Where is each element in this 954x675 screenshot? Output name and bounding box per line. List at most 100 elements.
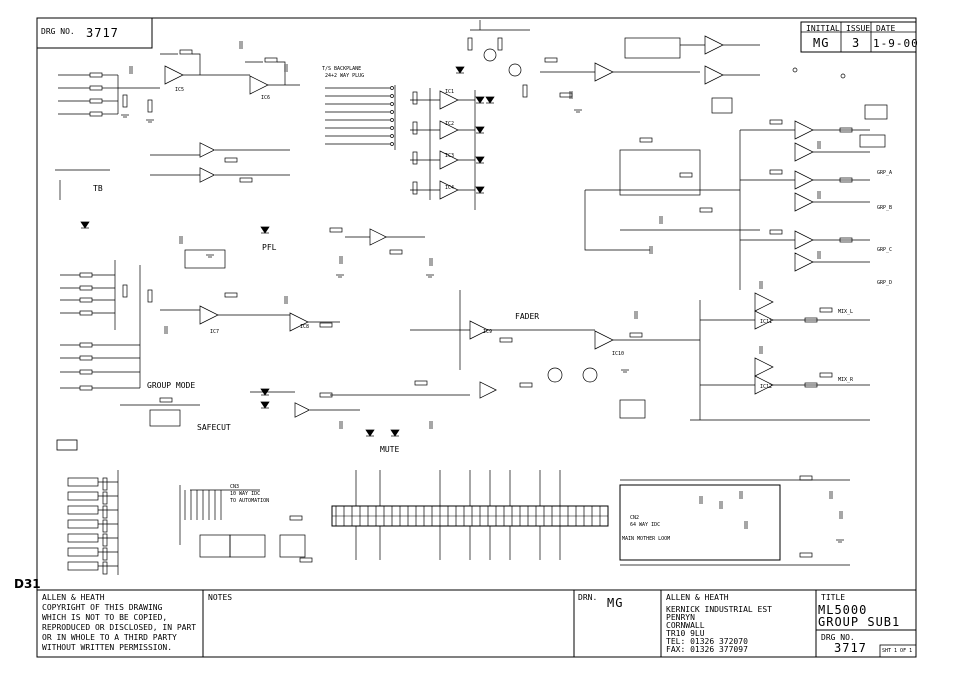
address-line: TR10 9LU [666, 629, 705, 638]
copyright-line: OR IN WHOLE TO A THIRD PARTY [42, 633, 177, 642]
resistor-symbol [147, 99, 153, 113]
component-box [67, 547, 99, 557]
title-line: GROUP SUB1 [818, 615, 901, 629]
op-amp-symbol [594, 330, 614, 350]
drawing-number-label: DRG NO. [821, 633, 855, 642]
switch-contact [390, 118, 394, 122]
resistor-symbol [79, 310, 93, 316]
company-name: ALLEN & HEATH [42, 593, 105, 602]
resistor-symbol [79, 355, 93, 361]
led-symbol [390, 429, 400, 437]
title-line: ML5000 [818, 603, 868, 617]
component-box [229, 534, 266, 558]
op-amp-symbol [704, 65, 724, 85]
ic-label: IC8 [300, 324, 310, 330]
sheet-note: SHT 1 OF 1 [882, 648, 913, 654]
op-amp-symbol [794, 192, 814, 212]
switch-contact [792, 67, 798, 73]
address-line: CORNWALL [666, 621, 705, 630]
copyright-line: REPRODUCED OR DISCLOSED, IN PART [42, 623, 197, 632]
label-ts-backplane: T/S BACKPLANE [322, 66, 362, 72]
output-label: GRP_B [877, 205, 893, 211]
component-box [711, 97, 733, 114]
ic-label: IC11 [760, 319, 773, 325]
resistor-symbol [299, 557, 313, 563]
resistor-symbol [102, 547, 108, 561]
op-amp-symbol [794, 142, 814, 162]
address-line: KERNICK INDUSTRIAL EST [666, 605, 772, 614]
resistor-symbol [102, 561, 108, 575]
resistor-symbol [89, 85, 103, 91]
led-symbol [260, 401, 270, 409]
component-box [67, 519, 99, 529]
led-symbol [485, 96, 495, 104]
op-amp-symbol [369, 228, 387, 246]
op-amp-symbol [704, 35, 724, 55]
initial-value: MG [813, 36, 830, 50]
op-amp-symbol [289, 312, 309, 332]
drawing-number-top: 3717 [86, 26, 119, 40]
component-box [619, 149, 701, 196]
led-symbol [260, 388, 270, 396]
initial-label: INITIAL [806, 24, 840, 33]
resistor-symbol [522, 84, 528, 98]
resistor-symbol [544, 57, 558, 63]
component-box [624, 37, 681, 59]
drawing-number: 3717 [834, 641, 867, 655]
ic-label: IC9 [483, 329, 493, 335]
op-amp-symbol [199, 305, 219, 325]
component-box [199, 534, 231, 558]
resistor-symbol [239, 177, 253, 183]
wire [584, 190, 650, 251]
op-amp-symbol [164, 65, 184, 85]
led-symbol [365, 429, 375, 437]
sheet-tag: D31 [14, 577, 41, 591]
resistor-symbol [319, 322, 333, 328]
label-mother-loom: MAIN MOTHER LOOM [622, 536, 671, 542]
ic-label: IC4 [445, 185, 455, 191]
resistor-symbol [319, 392, 333, 398]
transistor-symbol [582, 367, 598, 383]
resistor-symbol [839, 177, 853, 183]
label-mute: MUTE [380, 445, 400, 454]
telephone: TEL: 01326 372070 [666, 637, 748, 646]
output-label: GRP_C [877, 247, 893, 253]
op-amp-symbol [199, 142, 216, 158]
op-amp-symbol [469, 320, 489, 340]
op-amp-symbol [439, 150, 459, 170]
resistor-symbol [412, 91, 418, 105]
resistor-symbol [264, 57, 278, 63]
op-amp-symbol [439, 90, 459, 110]
led-symbol [475, 186, 485, 194]
ic-label: IC6 [261, 95, 271, 101]
resistor-symbol [224, 157, 238, 163]
component-box [149, 409, 181, 427]
resistor-symbol [89, 72, 103, 78]
switch-contact [390, 142, 394, 146]
switch-contact [390, 126, 394, 130]
company-name-address: ALLEN & HEATH [666, 593, 729, 602]
output-label: GRP_A [877, 170, 893, 176]
resistor-symbol [412, 151, 418, 165]
resistor-symbol [79, 272, 93, 278]
resistor-symbol [289, 515, 303, 521]
output-label: MIX_L [838, 309, 854, 315]
op-amp-symbol [754, 310, 774, 330]
op-amp-symbol [794, 252, 814, 272]
component-box [67, 491, 99, 501]
ic-label: IC12 [760, 384, 773, 390]
component-box [864, 104, 888, 120]
address-line: PENRYN [666, 613, 695, 622]
resistor-symbol [102, 519, 108, 533]
resistor-symbol [639, 137, 653, 143]
op-amp-symbol [439, 180, 459, 200]
resistor-symbol [679, 172, 693, 178]
resistor-symbol [79, 369, 93, 375]
op-amp-symbol [294, 402, 311, 418]
transistor-symbol [547, 367, 563, 383]
title-label: TITLE [821, 593, 846, 602]
resistor-symbol [799, 552, 813, 558]
drn-value: MG [607, 596, 624, 610]
output-label: MIX_R [838, 377, 854, 383]
ic-label: IC2 [445, 121, 455, 127]
